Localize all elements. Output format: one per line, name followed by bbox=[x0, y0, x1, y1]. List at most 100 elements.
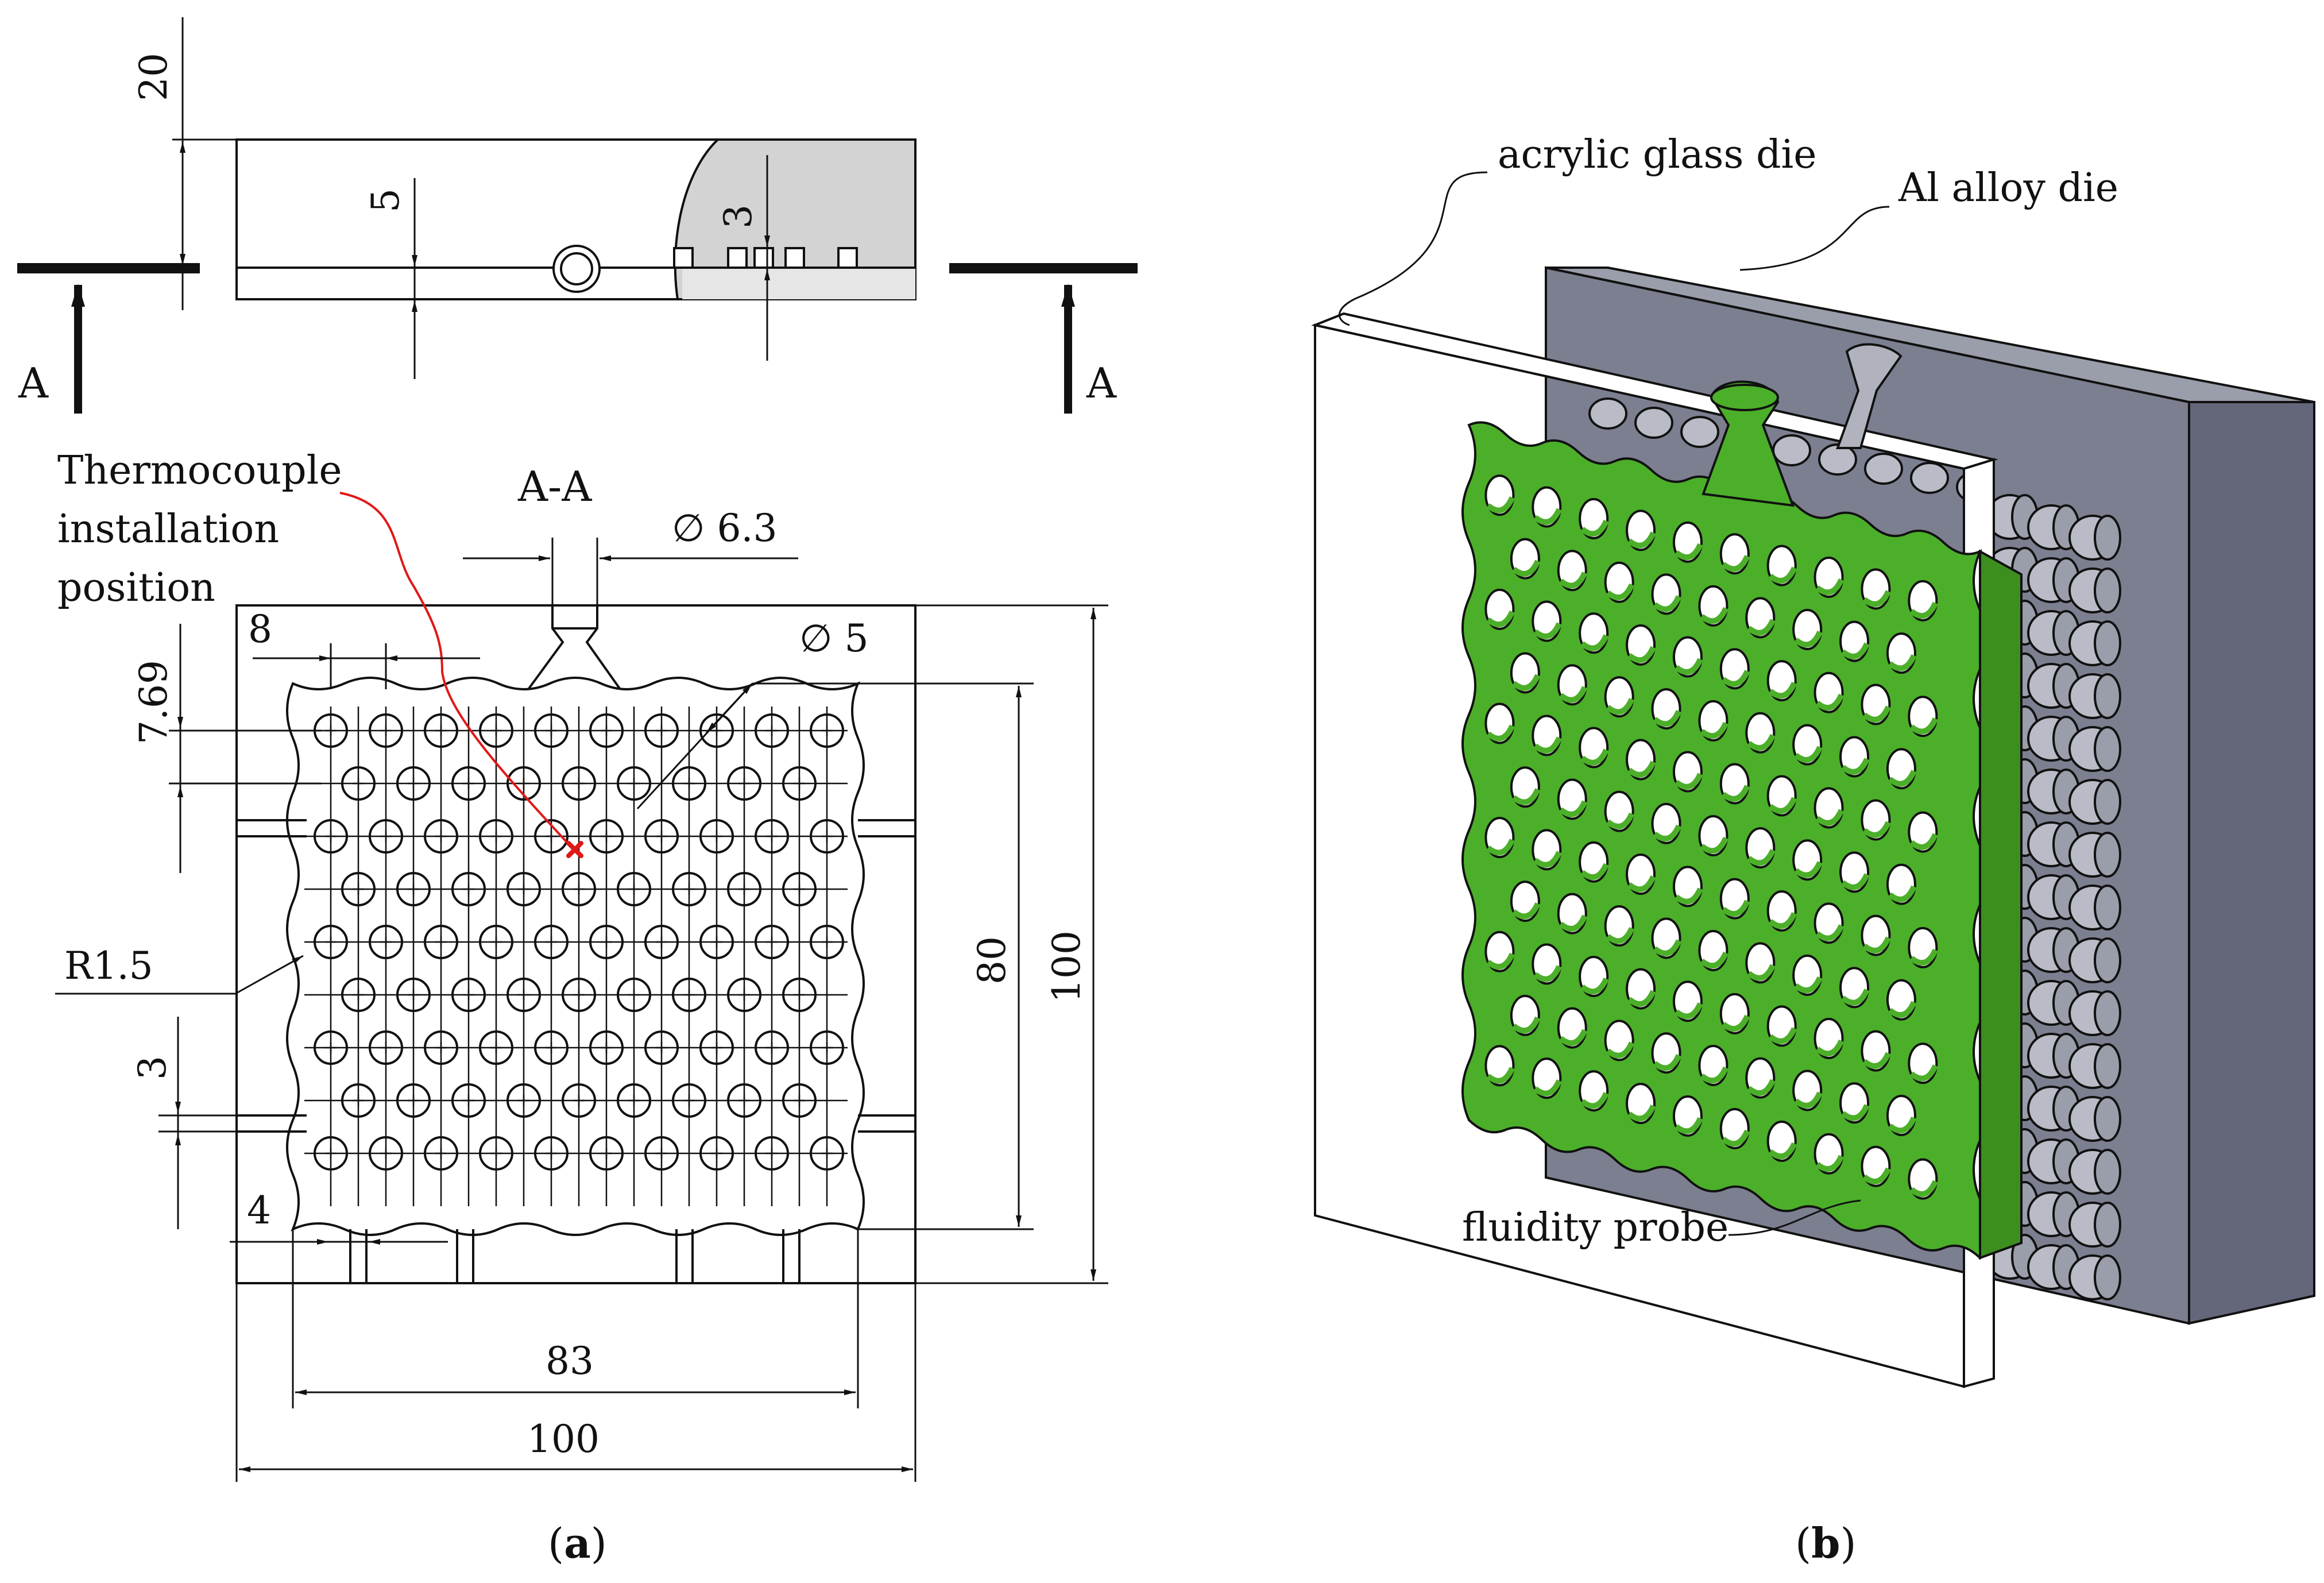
probe-hole-shade bbox=[1511, 559, 1541, 577]
section-title: A-A bbox=[517, 462, 592, 511]
radius-leader-arrow bbox=[235, 955, 304, 995]
cavity-pin-face bbox=[2094, 567, 2121, 613]
probe-hole-shade bbox=[1815, 693, 1844, 711]
probe-hole-shade bbox=[1747, 964, 1776, 981]
probe-hole-shade bbox=[1674, 1002, 1703, 1020]
probe-hole-shade bbox=[1840, 989, 1870, 1006]
section-line-left bbox=[17, 263, 200, 273]
probe-hole-shade bbox=[1909, 948, 1938, 966]
al-label: Al alloy die bbox=[1898, 165, 2118, 211]
cavity-pin-face bbox=[2094, 673, 2121, 719]
probe-hole-shade bbox=[1721, 785, 1750, 802]
thermocouple-label-line2: installation bbox=[57, 507, 279, 552]
thermocouple-label-line1: Thermocouple bbox=[57, 448, 342, 493]
dim-100v-label: 100 bbox=[1045, 931, 1089, 1003]
probe-hole-shade bbox=[1511, 902, 1541, 920]
probe-hole-shade bbox=[1700, 607, 1729, 624]
channel-square bbox=[837, 247, 858, 269]
probe-hole-shade bbox=[1909, 833, 1938, 850]
cavity-pin-face bbox=[2094, 1043, 2121, 1089]
al-die-gate bbox=[1836, 343, 1902, 449]
probe-hole-shade bbox=[1909, 601, 1938, 619]
probe-hole-shade bbox=[1862, 936, 1892, 953]
probe-hole-shade bbox=[1700, 836, 1729, 854]
probe-hole-shade bbox=[1815, 1039, 1844, 1057]
probe-hole-shade bbox=[1533, 508, 1562, 525]
probe-hole-shade bbox=[1862, 1167, 1892, 1184]
section-mark-left: A bbox=[18, 359, 49, 407]
probe-hole-shade bbox=[1606, 583, 1635, 601]
panel-b-3d-view: acrylic glass die Al alloy die fluidity … bbox=[1311, 132, 2315, 1567]
dim-80-label: 80 bbox=[970, 936, 1014, 984]
probe-hole-shade bbox=[1747, 619, 1776, 636]
probe-hole-shade bbox=[1674, 658, 1703, 675]
probe-hole-shade bbox=[1909, 1064, 1938, 1082]
channel-square bbox=[727, 247, 748, 269]
probe-hole-shade bbox=[1888, 1116, 1917, 1134]
probe-hole-shade bbox=[1888, 885, 1917, 902]
probe-hole-shade bbox=[1606, 812, 1635, 829]
cavity-pin-face bbox=[2094, 1254, 2121, 1300]
probe-hole-shade bbox=[1511, 674, 1541, 691]
probe-hole-shade bbox=[1840, 1104, 1870, 1121]
probe-hole-shade bbox=[1909, 1180, 1938, 1197]
probe-hole-shade bbox=[1674, 773, 1703, 790]
probe-hole-shade bbox=[1674, 887, 1703, 905]
probe-hole-shade bbox=[1793, 746, 1823, 763]
probe-hole-shade bbox=[1653, 824, 1682, 842]
cavity-pin-top bbox=[1864, 453, 1903, 485]
cavity-pin-face bbox=[2094, 1149, 2121, 1195]
probe-hole-shade bbox=[1559, 1029, 1588, 1046]
probe-hole-shade bbox=[1580, 977, 1609, 995]
gate-circle-inner bbox=[560, 252, 593, 285]
probe-hole-shade bbox=[1627, 760, 1656, 778]
probe-hole-shade bbox=[1768, 1027, 1797, 1044]
channel-square bbox=[784, 247, 805, 269]
probe-hole-shade bbox=[1862, 821, 1892, 838]
probe-hole-shade bbox=[1862, 590, 1892, 607]
probe-hole-shade bbox=[1768, 566, 1797, 584]
probe-hole-shade bbox=[1674, 543, 1703, 561]
hole-grid bbox=[304, 706, 848, 1206]
probe-hole-shade bbox=[1721, 670, 1750, 687]
dim-hole-label: ∅ 5 bbox=[799, 616, 868, 661]
probe-hole-shade bbox=[1627, 875, 1656, 893]
probe-hole-shade bbox=[1888, 1001, 1917, 1018]
probe-hole-shade bbox=[1606, 1041, 1635, 1059]
probe-hole-shade bbox=[1793, 1091, 1823, 1109]
probe-hole-shade bbox=[1486, 838, 1515, 856]
probe-hole-shade bbox=[1700, 1066, 1729, 1084]
dim-3-section-label: 3 bbox=[716, 204, 760, 229]
probe-hole-shade bbox=[1486, 724, 1515, 742]
cavity-pin-face bbox=[2094, 937, 2121, 983]
probe-hole-shade bbox=[1747, 733, 1776, 751]
probe-hole-shade bbox=[1580, 519, 1609, 537]
probe-hole-shade bbox=[1533, 622, 1562, 639]
probe-hole-shade bbox=[1793, 861, 1823, 878]
probe-hole-shade bbox=[1747, 1079, 1776, 1096]
cavity-pin-top bbox=[1818, 443, 1857, 476]
probe-hole-shade bbox=[1768, 797, 1797, 814]
probe-hole-shade bbox=[1700, 951, 1729, 969]
probe-hole-shade bbox=[1627, 990, 1656, 1007]
probe-hole-shade bbox=[1768, 1142, 1797, 1160]
dim-769-label: 7.69 bbox=[132, 660, 176, 744]
dim-83-label: 83 bbox=[546, 1339, 594, 1383]
probe-hole-shade bbox=[1606, 698, 1635, 715]
probe-hole-shade bbox=[1533, 965, 1562, 982]
probe-hole-shade bbox=[1909, 717, 1938, 735]
probe-hole-shade bbox=[1815, 924, 1844, 941]
panel-a-front-view: A-A Thermocouple installation po bbox=[55, 448, 1108, 1567]
channel-square bbox=[673, 247, 694, 269]
probe-hole-shade bbox=[1580, 634, 1609, 651]
probe-hole-shade bbox=[1700, 721, 1729, 739]
cavity-pin-top bbox=[1680, 416, 1719, 448]
probe-hole-shade bbox=[1486, 496, 1515, 513]
dim-4-label: 4 bbox=[247, 1188, 271, 1233]
al-die-side-face bbox=[2188, 401, 2315, 1325]
acrylic-leader bbox=[1339, 171, 1488, 326]
probe-hole-shade bbox=[1559, 686, 1588, 703]
caption-b: (b) bbox=[1795, 1519, 1857, 1567]
probe-hole-shade bbox=[1815, 578, 1844, 596]
cavity-pin-top bbox=[1588, 397, 1627, 430]
